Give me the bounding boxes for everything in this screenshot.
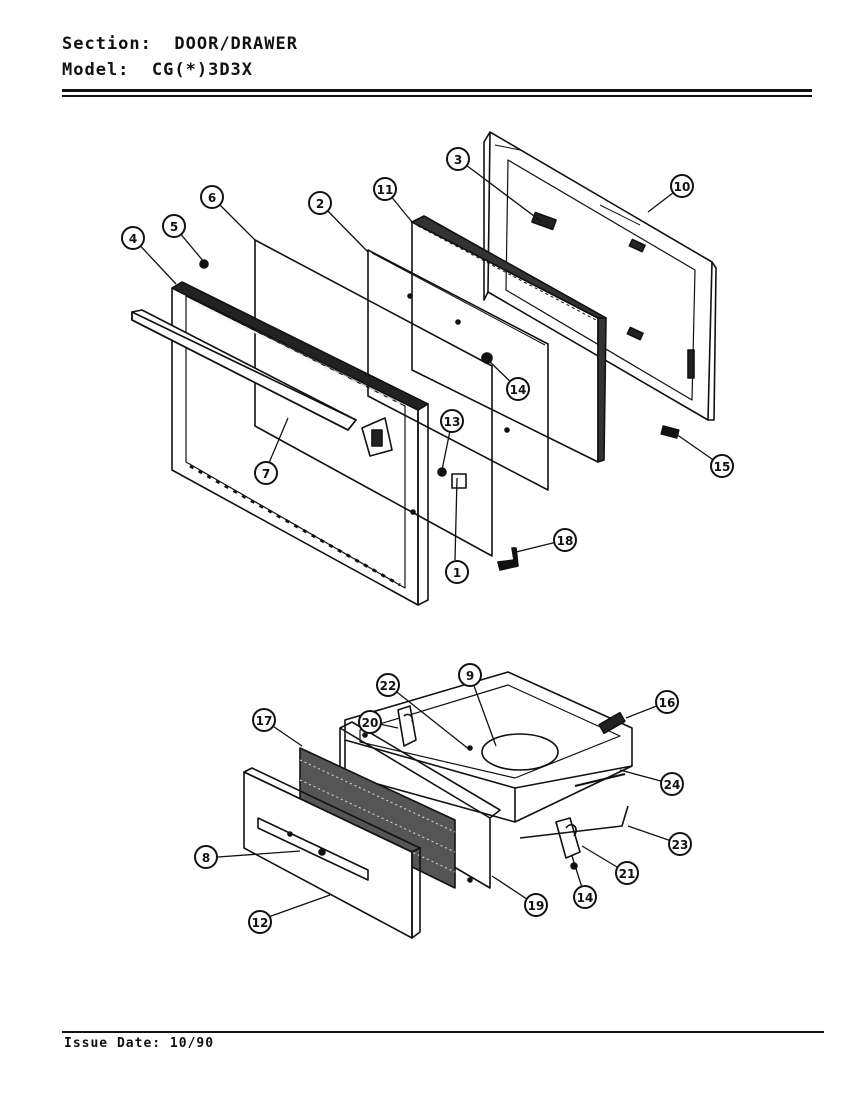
callout-5 [162,214,186,238]
callout-label-2: 2 [316,197,324,211]
callout-1 [445,560,469,584]
callout-label-20: 20 [362,716,379,730]
callout-20 [358,710,382,734]
callout-label-9: 9 [466,669,474,683]
callout-11 [373,177,397,201]
leader-lines [132,158,723,921]
section-value: DOOR/DRAWER [174,34,298,54]
callout-label-4: 4 [129,232,137,246]
callout-label-6: 6 [208,191,216,205]
callout-7 [254,461,278,485]
callout-12 [248,910,272,934]
callout-label-3: 3 [454,153,462,167]
callout-2 [308,191,332,215]
callout-label-18: 18 [557,534,574,548]
callout-label-21: 21 [619,867,636,881]
callout-14b [573,885,597,909]
callout-label-11: 11 [377,183,394,197]
section-line: Section: DOOR/DRAWER [62,34,298,54]
callout-label-1: 1 [453,566,461,580]
callout-label-15: 15 [714,460,731,474]
callout-10 [670,174,694,198]
callout-17 [252,708,276,732]
hardware-lower [397,705,629,870]
header-rule-thick [62,89,812,92]
callout-label-12: 12 [252,916,269,930]
part-drawer-front [243,767,421,939]
callout-label-8: 8 [202,851,210,865]
part-door-insulation [411,215,607,463]
callout-label-19: 19 [528,899,545,913]
callout-label-17: 17 [256,714,273,728]
callout-label-14a: 14 [510,383,527,397]
callout-label-5: 5 [170,220,178,234]
callout-label-16: 16 [659,696,676,710]
issue-date-line: Issue Date: 10/90 [64,1036,214,1051]
part-door-frame [171,281,429,606]
part-inner-door-liner [483,131,717,421]
callout-6 [200,185,224,209]
section-label: Section: [62,34,152,54]
callout-21 [615,861,639,885]
callout-19 [524,893,548,917]
hardware-upper [199,259,680,571]
callout-14a [506,377,530,401]
callout-15 [710,454,734,478]
callout-circles [121,147,734,934]
callout-label-10: 10 [674,180,691,194]
footer-rule [62,1031,824,1033]
callout-23 [668,832,692,856]
callout-label-24: 24 [664,778,681,792]
callout-9 [458,663,482,687]
callout-label-22: 22 [380,679,397,693]
callout-13 [440,409,464,433]
callout-label-7: 7 [262,467,270,481]
issue-date-value: 10/90 [169,1036,215,1051]
callout-label-14b: 14 [577,891,594,905]
callout-label-23: 23 [672,838,689,852]
callout-22 [376,673,400,697]
callout-4 [121,226,145,250]
part-inner-glass [367,249,549,491]
issue-date-label: Issue Date: [64,1036,162,1051]
header-rule-thin [62,95,812,97]
model-value: CG(*)3D3X [151,60,254,80]
callout-label-13: 13 [444,415,461,429]
callout-numbers: 1 2 3 4 5 6 7 8 9 10 11 12 13 14 14 15 1… [129,153,731,930]
callout-3 [446,147,470,171]
model-line: Model: CG(*)3D3X [62,60,253,80]
part-outer-glass [254,239,493,557]
callout-24 [660,772,684,796]
callout-16 [655,690,679,714]
callout-18 [553,528,577,552]
callout-8 [194,845,218,869]
model-label: Model: [62,60,130,80]
part-door-handle [131,309,393,457]
